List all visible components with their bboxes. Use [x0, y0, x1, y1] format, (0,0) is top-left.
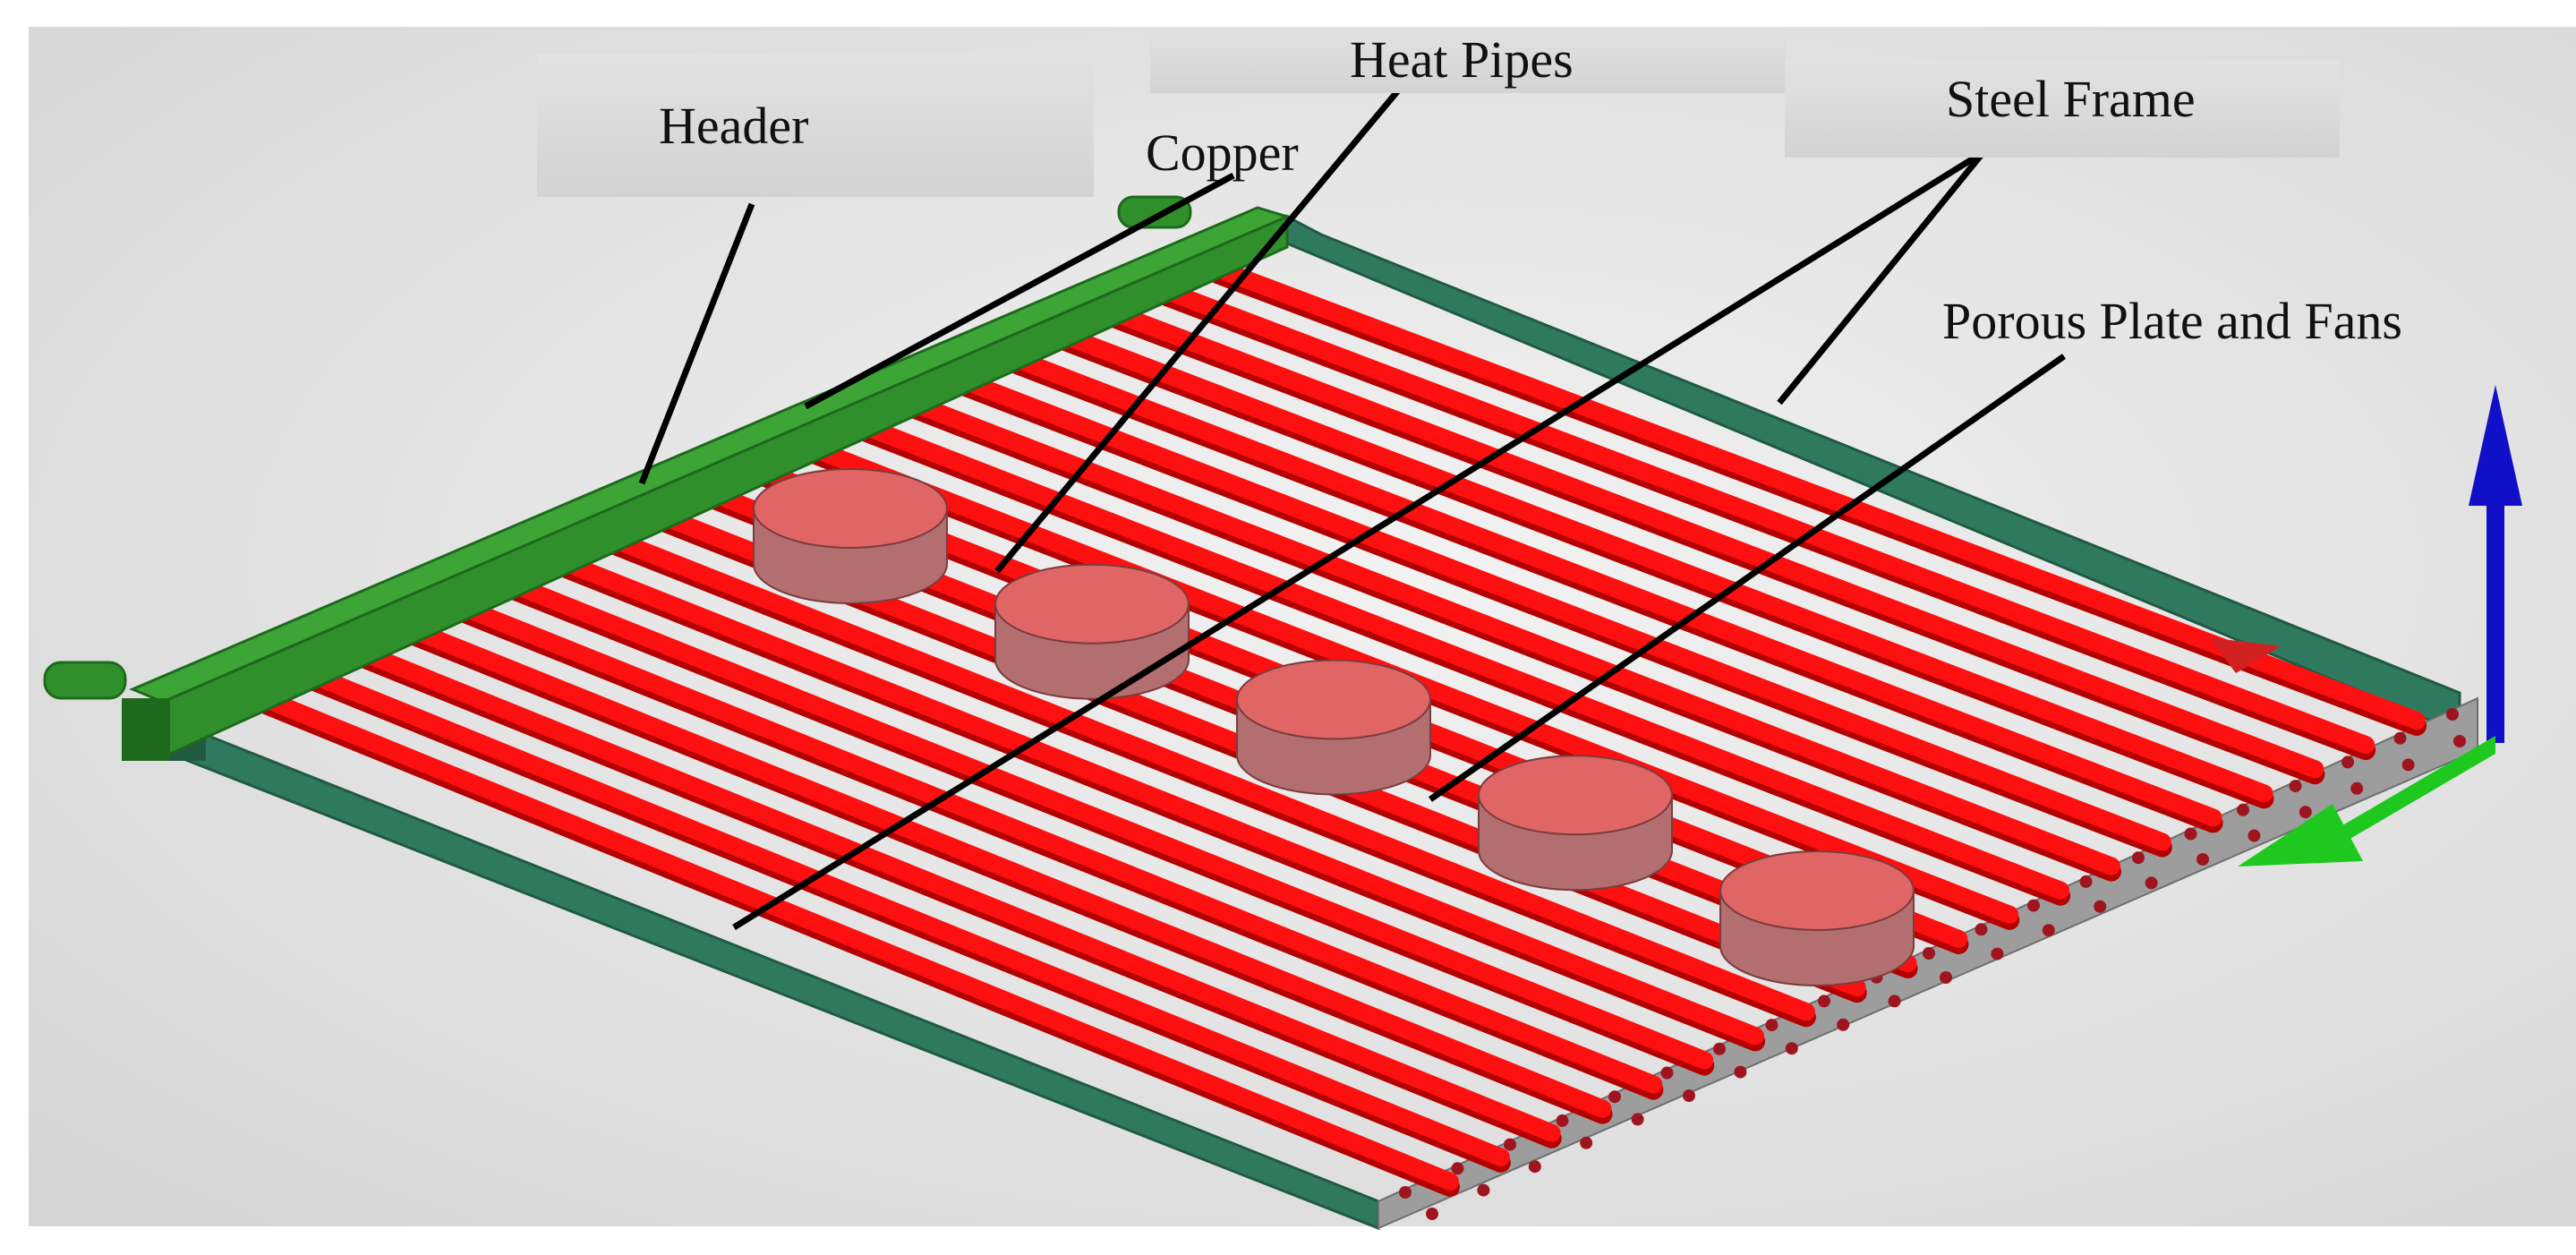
- leader-lines: [638, 71, 2067, 930]
- heat-pipes-label: Heat Pipes: [1350, 30, 1574, 89]
- header-manifold: [122, 206, 1292, 761]
- axis-z-shaft: [2486, 501, 2504, 743]
- plate-hole: [2341, 756, 2354, 769]
- heat-pipe: [284, 658, 1510, 1166]
- plate-hole: [1713, 1042, 1726, 1055]
- plate-hole: [1765, 1019, 1778, 1032]
- plate-hole: [2237, 803, 2249, 816]
- heat-pipe: [489, 569, 1714, 1070]
- plate-hole: [2145, 876, 2158, 890]
- plate-hole: [1785, 1042, 1798, 1055]
- leader-steel-frame-1: [732, 149, 1985, 930]
- plate-hole: [1923, 947, 1935, 960]
- plate-hole: [2042, 924, 2055, 937]
- fan-top: [753, 468, 948, 549]
- plate-hole: [1556, 1114, 1569, 1127]
- plate-hole: [2350, 781, 2364, 795]
- copper-stub-left: [43, 661, 127, 700]
- plate-hole: [2453, 735, 2466, 747]
- heat-pipe: [233, 680, 1459, 1191]
- axis-y-shaft: [2327, 736, 2495, 852]
- plate-hole: [1631, 1113, 1644, 1126]
- fan-top: [1719, 850, 1915, 931]
- plate-hole: [1888, 995, 1901, 1008]
- plate-hole: [1451, 1162, 1464, 1175]
- heat-pipe: [1156, 281, 2376, 755]
- fan: [1478, 755, 1673, 892]
- plate-hole: [2184, 827, 2197, 841]
- fan: [1236, 659, 1431, 796]
- heat-pipe: [900, 392, 2120, 875]
- plate-hole: [2393, 731, 2407, 745]
- plate-hole: [2196, 853, 2209, 866]
- header-label: Header: [659, 97, 809, 155]
- heat-pipe: [951, 370, 2171, 851]
- heat-pipes-label-box: [1150, 27, 1786, 93]
- plate-hole: [2248, 829, 2261, 842]
- heat-pipe: [1002, 347, 2222, 827]
- plate-hole: [1837, 1018, 1850, 1031]
- plate-hole: [1608, 1090, 1621, 1104]
- fan-top: [994, 563, 1190, 645]
- heat-pipe: [438, 592, 1663, 1094]
- plate-hole: [1660, 1066, 1674, 1080]
- plate-hole: [2132, 851, 2145, 865]
- fan: [994, 563, 1190, 700]
- plate-hole: [2289, 780, 2302, 793]
- heat-pipe: [335, 636, 1561, 1142]
- plate-hole: [2299, 806, 2312, 819]
- copper-stub-top: [1117, 195, 1192, 229]
- heat-pipe: [592, 525, 1815, 1021]
- heat-pipe: [1105, 303, 2324, 779]
- plate-hole: [1528, 1160, 1541, 1174]
- axis-y-arrowhead: [2238, 804, 2363, 867]
- axis-z-arrowhead: [2469, 385, 2522, 506]
- steel-frame-label: Steel Frame: [1946, 70, 2196, 128]
- copper-label: Copper: [1146, 124, 1299, 182]
- heat-pipe: [541, 547, 1765, 1046]
- coordinate-triad: [2209, 385, 2522, 867]
- leader-porous-plate: [1428, 354, 2067, 802]
- plate-hole: [1426, 1208, 1438, 1220]
- plate-hole: [1580, 1136, 1593, 1149]
- plate-hole: [1940, 971, 1952, 984]
- plate-hole: [1734, 1065, 1747, 1079]
- fans: [753, 468, 1915, 986]
- fan: [1719, 850, 1915, 986]
- porous-plate-and-fans-label: Porous Plate and Fans: [1942, 292, 2402, 350]
- plate-hole: [2446, 708, 2459, 721]
- plate-hole: [1683, 1089, 1695, 1102]
- plate-hole: [1818, 995, 1830, 1008]
- plate-hole: [2027, 899, 2040, 912]
- heat-pipe: [1053, 326, 2273, 803]
- plate-hole: [1975, 923, 1988, 936]
- plate-holes: [1399, 708, 2466, 1220]
- axis-x-arrowhead: [2209, 637, 2281, 673]
- plate-hole: [1991, 947, 2004, 960]
- fan-top: [1478, 755, 1673, 836]
- leader-copper: [804, 172, 1235, 410]
- header-end-cap: [122, 698, 170, 761]
- copper-connectors: [43, 195, 1192, 700]
- plate-hole: [1504, 1138, 1516, 1151]
- plate-hole: [2079, 875, 2093, 888]
- leader-heat-pipes: [994, 71, 1415, 574]
- plate-hole: [1399, 1186, 1412, 1199]
- plate-hole: [2094, 900, 2107, 913]
- leader-header: [638, 202, 755, 485]
- plate-hole: [1477, 1183, 1490, 1197]
- fan: [753, 468, 948, 604]
- heat-pipe: [387, 613, 1612, 1118]
- header-label-box: [537, 54, 1094, 197]
- steel-frame-label-box: [1785, 61, 2340, 158]
- plate-hole: [2401, 758, 2415, 772]
- leader-steel-frame-2: [1777, 149, 1986, 406]
- fan-top: [1236, 659, 1431, 740]
